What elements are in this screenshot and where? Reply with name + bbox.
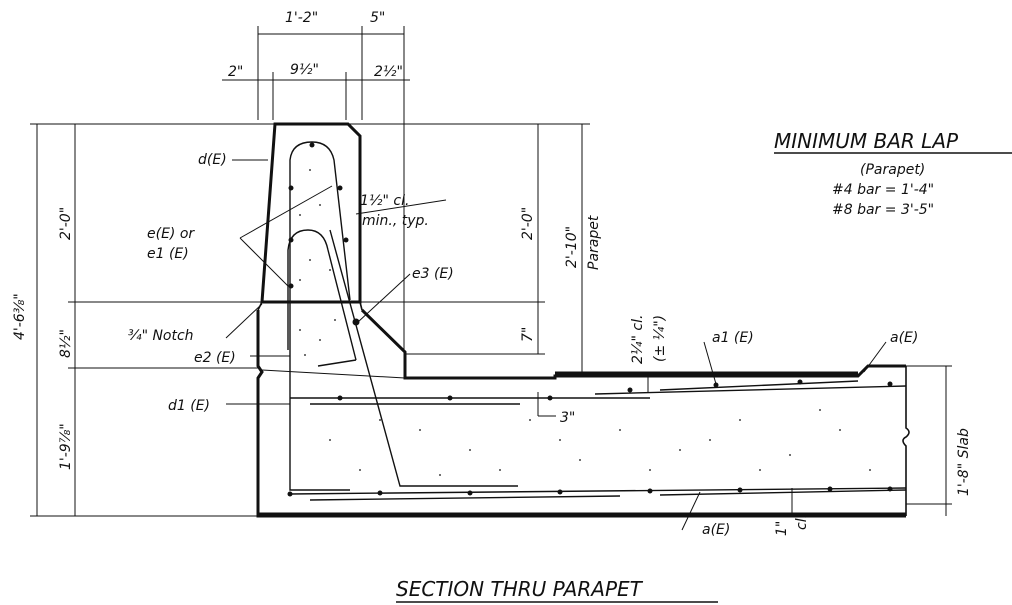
dim-top-right: 5" [370,10,385,26]
parapet-toe-outline [360,308,906,380]
dim-parapet-height-label: Parapet [586,215,602,270]
lap-row-1: #4 bar = 1'-4" [832,182,934,198]
slab-top-bar-3 [594,385,907,395]
dim-top-cover: 2¼" cl. [630,315,646,364]
dim-top-cover-tol: (± ¼") [652,315,668,362]
label-d1: d1 (E) [168,398,210,414]
bar-d1 [289,300,350,491]
label-a-top: a(E) [890,330,918,346]
dim-slab-zone-height: 1'-9⅞" [58,423,74,470]
label-a-bottom: a(E) [702,522,730,538]
concrete-stipple [299,169,871,476]
slab-break-line [902,366,910,516]
label-e1: e1 (E) [147,246,189,262]
bar-d-hoop [289,141,351,301]
bar-e-hoop [287,229,357,361]
dim-bottom-cover-label: cl. [794,514,810,530]
slab-top-bar-4 [659,380,859,391]
bar-e3-diagonal [329,229,518,487]
notch-line-2 [359,301,363,311]
slab-bottom-bar-1 [289,487,907,495]
dim-clear-cover-1: 1½" cl. [360,193,409,209]
dim-inner-lower-height: 7" [520,327,536,342]
dim-bottom-cover: 1" [774,521,790,536]
label-d: d(E) [198,152,227,168]
dim-clear-cover-2: min., typ. [362,213,429,229]
dim-parapet-height: 2'-10" [564,226,580,268]
dim-top-width: 1'-2" [285,10,318,26]
longitudinal-bars [287,142,893,497]
slab-bottom-bar-3 [659,489,907,496]
lap-row-2: #8 bar = 3'-5" [832,202,934,218]
dim-overall-height: 4'-6⅜" [12,293,28,340]
dim-right-offset: 2½" [374,64,403,80]
dim-upper-height: 2'-0" [58,207,74,240]
parapet-base-line [261,369,406,379]
label-a1: a1 (E) [712,330,754,346]
slab-bottom-bar-2 [309,495,621,501]
lap-subheading: (Parapet) [860,162,925,178]
bar-e2 [317,359,357,367]
dim-inner-upper-height: 2'-0" [520,207,536,240]
dim-left-offset: 2" [228,64,243,80]
dim-inner-width: 9½" [290,62,319,78]
drawing-title: SECTION THRU PARAPET [396,577,644,601]
label-e3: e3 (E) [412,266,454,282]
label-e2: e2 (E) [194,350,236,366]
dim-slab-depth: 1'-8" Slab [956,428,972,496]
label-e-or: e(E) or [147,226,195,242]
parapet-lower-outline [256,310,906,518]
lap-heading: MINIMUM BAR LAP [774,129,959,153]
label-notch: ¾" Notch [128,328,194,344]
dim-notch-height: 8½" [58,329,74,358]
dim-lap-spacing: 3" [560,410,575,426]
